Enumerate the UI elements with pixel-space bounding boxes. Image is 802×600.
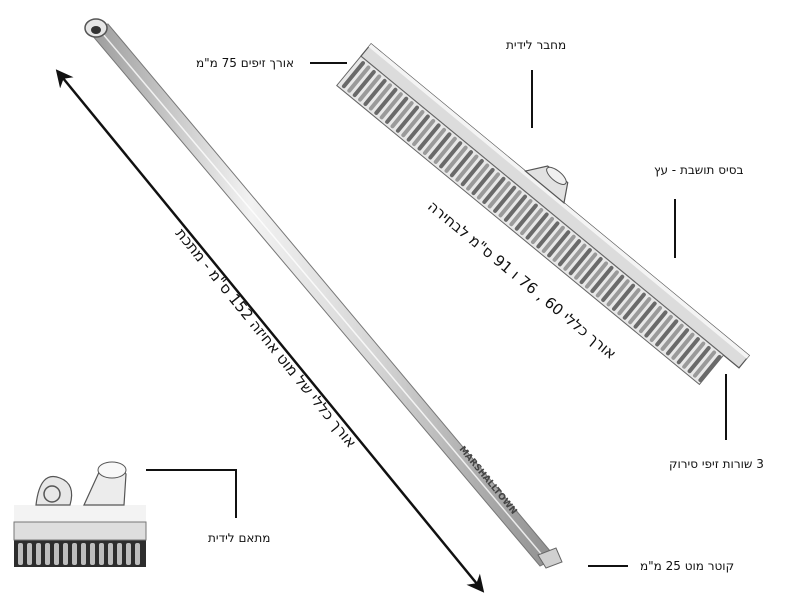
adapter-inset (13, 461, 147, 567)
rows-label: 3 שורות זיפי סירוק (669, 457, 764, 471)
base-label: בסיס תושבת - עץ (654, 163, 744, 177)
broom-head (336, 42, 751, 386)
brand-label: MARSHALLTOWN (457, 445, 519, 517)
bristles (341, 61, 722, 383)
handle-connector-label: מחבר לידית (506, 38, 567, 52)
handle-length-arrow (55, 69, 485, 593)
adapter-label: מתאם לידית (208, 531, 271, 545)
bristle-length-label: אורך זיפים 75 מ"מ (196, 56, 295, 70)
rod-diameter-label: קוטר מוט 25 מ"מ (640, 559, 735, 573)
leader-lines (146, 62, 727, 567)
handle-connector-part (524, 165, 569, 204)
